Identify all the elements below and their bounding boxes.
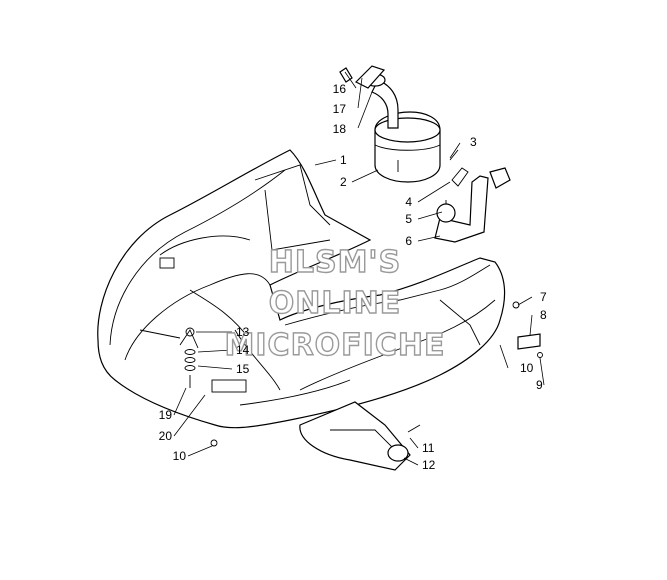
callout-13: 13 <box>236 325 250 339</box>
belly-pan-drawing <box>97 149 506 429</box>
callout-16: 16 <box>333 82 347 96</box>
callout-10-left: 10 <box>173 449 187 463</box>
callout-3: 3 <box>470 135 477 149</box>
callout-14: 14 <box>236 343 250 357</box>
plate-drawing <box>512 301 543 358</box>
watermark-line-2: ONLINE <box>269 286 402 321</box>
callout-20: 20 <box>159 429 173 443</box>
callout-2: 2 <box>340 175 347 189</box>
callout-17: 17 <box>333 102 347 116</box>
leader-lines <box>173 71 545 466</box>
callout-15: 15 <box>236 362 250 376</box>
hardware-drawing <box>184 327 218 447</box>
watermark-line-1: HLSM'S <box>269 245 401 280</box>
callout-1: 1 <box>340 153 347 167</box>
callout-5: 5 <box>405 212 412 226</box>
duct-drawing <box>299 401 421 471</box>
callout-9: 9 <box>536 378 543 392</box>
callout-10-right: 10 <box>520 361 534 375</box>
muffler-drawing <box>339 65 441 183</box>
bracket-drawing <box>434 149 511 243</box>
watermark: HLSM'S ONLINE MICROFICHE <box>224 244 446 363</box>
callout-labels: 16 17 18 3 1 2 4 5 6 7 8 13 14 15 10 9 1… <box>159 82 547 472</box>
callout-19: 19 <box>159 408 173 422</box>
callout-6: 6 <box>405 234 412 248</box>
callout-8: 8 <box>540 308 547 322</box>
callout-12: 12 <box>422 458 436 472</box>
callout-11: 11 <box>422 441 435 455</box>
watermark-line-3: MICROFICHE <box>225 328 446 363</box>
callout-7: 7 <box>540 290 547 304</box>
callout-4: 4 <box>405 195 412 209</box>
callout-18: 18 <box>333 122 347 136</box>
